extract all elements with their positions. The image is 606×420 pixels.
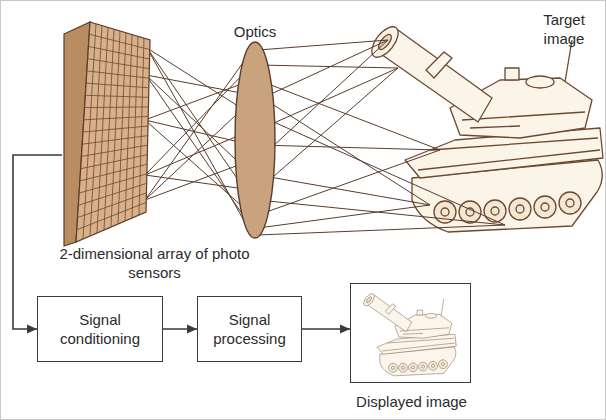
component-label: Target image (528, 10, 600, 48)
box-text: Signal processing (202, 310, 297, 348)
panel-face (76, 22, 150, 242)
sensor-grid (77, 24, 150, 239)
flow-arrow (163, 325, 197, 334)
arrow-head (340, 325, 350, 334)
photo-sensor-array: 2-dimensional array of photo sensors (62, 20, 152, 248)
optics-lens (235, 42, 275, 238)
arrow-head (187, 325, 197, 334)
process-box: Signal conditioning (37, 296, 163, 362)
display-box: Displayed image (350, 283, 471, 383)
light-rays (145, 40, 505, 235)
node-caption: 2-dimensional array of photo sensors (57, 244, 252, 282)
process-box: Signal processing (197, 296, 302, 362)
displayed-tank-copy (362, 292, 456, 376)
connector-line (302, 328, 350, 330)
connector-line (163, 328, 197, 330)
node-caption: Displayed image (331, 392, 492, 411)
sensor-panel (62, 20, 152, 248)
box-text: Signal conditioning (42, 310, 158, 348)
component-label: Optics (210, 22, 300, 41)
arrow-head (27, 325, 37, 334)
flow-arrow (302, 325, 350, 334)
displayed-tank (351, 284, 468, 380)
